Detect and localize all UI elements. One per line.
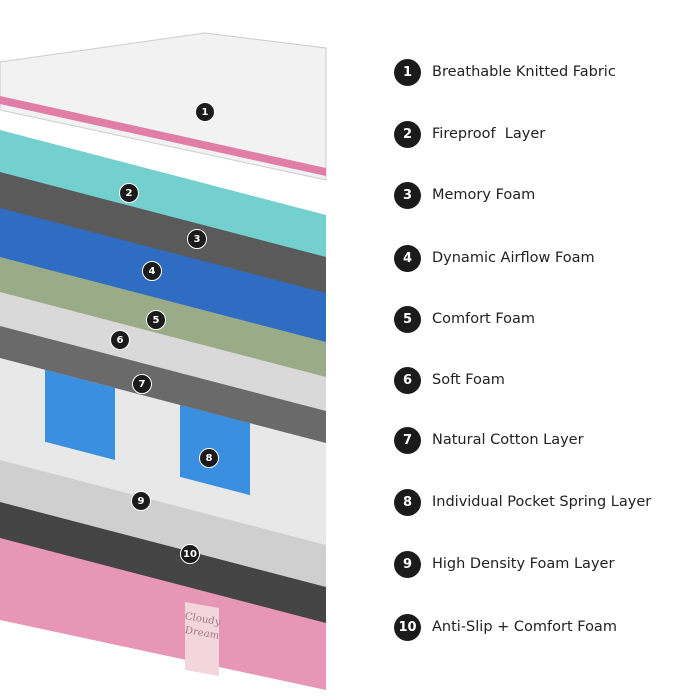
number-badge: 6 bbox=[394, 366, 421, 394]
number-badge: 2 bbox=[394, 120, 421, 148]
legend-item-8: 8 Individual Pocket Spring Layer bbox=[394, 488, 651, 516]
legend-label: High Density Foam Layer bbox=[432, 556, 615, 572]
number-badge: 1 bbox=[394, 58, 421, 86]
legend-label: Anti-Slip + Comfort Foam bbox=[432, 619, 617, 635]
layer-badge-6: 6 bbox=[110, 330, 130, 350]
number-badge: 9 bbox=[394, 550, 421, 578]
layer-badge-3: 3 bbox=[187, 229, 207, 249]
legend-item-2: 2 Fireproof Layer bbox=[394, 120, 545, 148]
layer-badge-2: 2 bbox=[119, 183, 139, 203]
layer-1 bbox=[0, 32, 327, 181]
legend-label: Memory Foam bbox=[432, 187, 536, 203]
layer-badge-7: 7 bbox=[132, 374, 152, 394]
layer-7 bbox=[0, 322, 326, 443]
legend-label: Soft Foam bbox=[432, 372, 505, 388]
number-badge: 8 bbox=[394, 488, 421, 516]
legend-label: Fireproof Layer bbox=[432, 126, 546, 142]
layer-badge-1: 1 bbox=[195, 102, 215, 122]
layer-badge-4: 4 bbox=[142, 261, 162, 281]
legend-item-9: 9 High Density Foam Layer bbox=[394, 550, 614, 578]
spring-block-1 bbox=[45, 369, 115, 460]
number-badge: 4 bbox=[394, 244, 421, 272]
legend-item-5: 5 Comfort Foam bbox=[394, 305, 535, 333]
layer-9 bbox=[0, 452, 326, 587]
legend-item-10: 10 Anti-Slip + Comfort Foam bbox=[394, 613, 617, 641]
layer-1-border bbox=[0, 96, 326, 176]
legend-label: Natural Cotton Layer bbox=[432, 432, 584, 448]
layer-badge-5: 5 bbox=[146, 310, 166, 330]
layer-3 bbox=[0, 168, 326, 293]
brand-label: Cloudy Dream bbox=[185, 602, 220, 676]
layer-6 bbox=[0, 288, 326, 411]
layer-badge-9: 9 bbox=[131, 491, 151, 511]
number-badge: 5 bbox=[394, 305, 421, 333]
mattress-illustration bbox=[0, 32, 327, 690]
legend-label: Breathable Knitted Fabric bbox=[432, 64, 616, 80]
legend-item-7: 7 Natural Cotton Layer bbox=[394, 426, 584, 454]
number-badge: 3 bbox=[394, 181, 421, 209]
layer-4 bbox=[0, 205, 326, 342]
layer-badge-10: 10 bbox=[180, 544, 200, 564]
mattress-base bbox=[0, 520, 326, 690]
layer-badge-8: 8 bbox=[199, 448, 219, 468]
legend-label: Individual Pocket Spring Layer bbox=[432, 494, 652, 510]
layer-2 bbox=[0, 130, 326, 257]
legend-label: Comfort Foam bbox=[432, 311, 536, 327]
legend-item-3: 3 Memory Foam bbox=[394, 181, 535, 209]
legend-label: Dynamic Airflow Foam bbox=[432, 250, 595, 266]
legend-item-1: 1 Breathable Knitted Fabric bbox=[394, 58, 616, 86]
number-badge: 7 bbox=[394, 426, 421, 454]
legend-item-4: 4 Dynamic Airflow Foam bbox=[394, 244, 595, 272]
number-badge: 10 bbox=[394, 613, 421, 641]
legend-item-6: 6 Soft Foam bbox=[394, 366, 505, 394]
layer-10 bbox=[0, 498, 326, 623]
